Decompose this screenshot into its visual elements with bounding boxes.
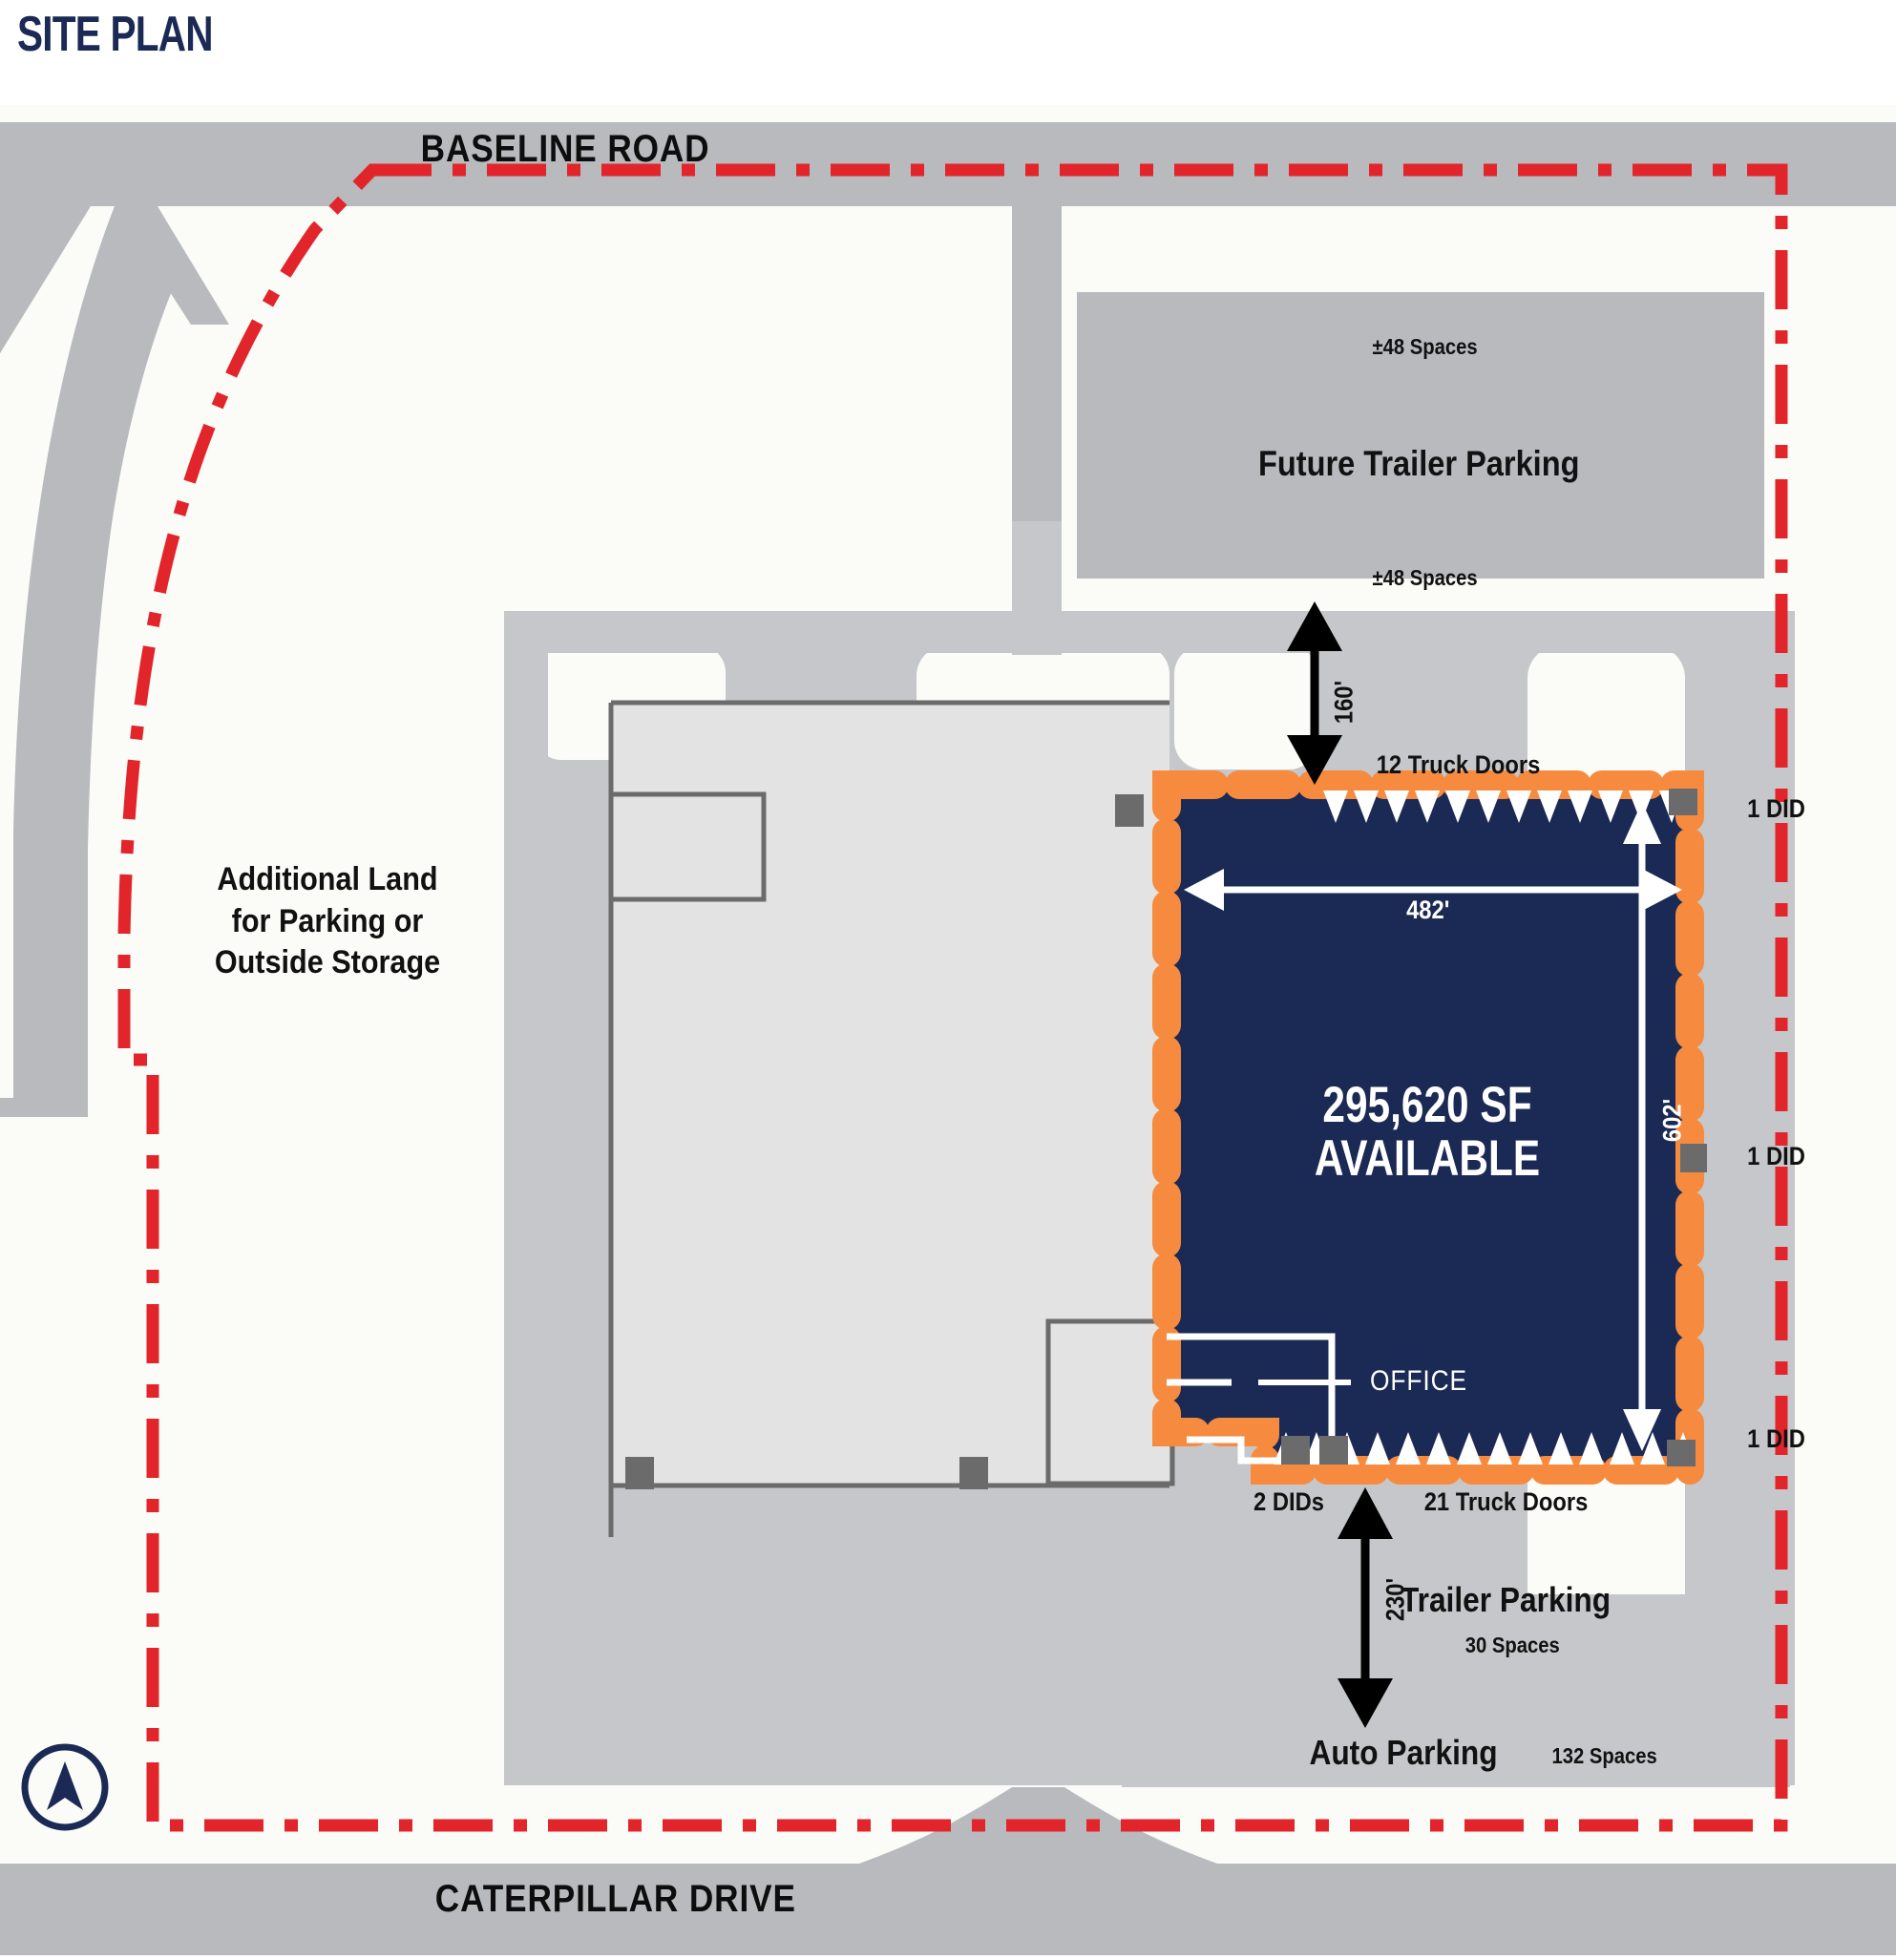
existing-door-1 xyxy=(625,1457,654,1489)
existing-door-3 xyxy=(1115,794,1144,827)
road-ramp-left-2 xyxy=(0,206,91,353)
caterpillar-drive-label: CATERPILLAR DRIVE xyxy=(434,1878,796,1920)
auto-parking-label: Auto Parking xyxy=(1309,1733,1498,1772)
additional-land-line1: Additional Land xyxy=(217,861,438,897)
truck-doors-top xyxy=(1323,790,1684,823)
trailer-parking-spaces: 30 Spaces xyxy=(1464,1633,1560,1657)
future-parking-spaces-top: ±48 Spaces xyxy=(1372,334,1478,359)
available-building-outline xyxy=(1152,770,1704,1485)
existing-building-bay-nw xyxy=(608,791,767,902)
site-plan-diagram: BASELINE ROAD CATERPILLAR DRIVE ±48 Spac… xyxy=(0,105,1896,1955)
available-area-line2: AVAILABLE xyxy=(1314,1129,1541,1187)
site-plan-svg xyxy=(0,105,1896,1955)
dim-depth-arrow xyxy=(1623,802,1661,1451)
north-yard-dim-label: 160' xyxy=(1329,680,1359,725)
curved-road-left xyxy=(13,206,186,1117)
building-width-dim-label: 482' xyxy=(1406,896,1450,924)
building-depth-dim-label: 602' xyxy=(1657,1098,1687,1143)
additional-land-line3: Outside Storage xyxy=(214,944,441,981)
available-building-fill xyxy=(1167,785,1690,1470)
drive-flare-se xyxy=(1064,1787,1217,1864)
north-arrow xyxy=(21,1743,109,1831)
truck-doors-top-label: 12 Truck Doors xyxy=(1376,750,1541,779)
future-trailer-parking-label: Future Trailer Parking xyxy=(1257,444,1580,483)
additional-land-line2: for Parking or xyxy=(231,902,424,939)
drive-flare-sw xyxy=(859,1787,1012,1864)
auto-parking-strip xyxy=(1122,1728,1790,1787)
available-area-line1: 295,620 SF xyxy=(1322,1077,1532,1133)
existing-door-2 xyxy=(959,1457,988,1489)
baseline-road-label: BASELINE ROAD xyxy=(420,128,710,170)
dim-width-arrow xyxy=(1184,869,1682,911)
curved-road-left-inner xyxy=(0,239,177,1117)
did-mid-right-label: 1 DID xyxy=(1747,1142,1805,1170)
future-parking-spaces-bottom: ±48 Spaces xyxy=(1372,565,1478,590)
truck-doors-bottom-label: 21 Truck Doors xyxy=(1423,1487,1589,1516)
caterpillar-drive-band xyxy=(0,1864,1896,1955)
trailer-parking-label: Trailer Parking xyxy=(1401,1580,1612,1619)
available-area-label: 295,620 SF AVAILABLE xyxy=(1294,1079,1561,1185)
did-markers xyxy=(1281,789,1707,1466)
entry-drive-north xyxy=(1012,206,1062,521)
existing-building xyxy=(611,703,1169,1486)
auto-parking-spaces: 132 Spaces xyxy=(1551,1743,1657,1768)
road-ramp-left xyxy=(0,206,382,325)
dim-north-yard-arrow xyxy=(1287,601,1342,785)
did-bottom-right-label: 1 DID xyxy=(1747,1424,1805,1453)
page-title: SITE PLAN xyxy=(17,7,214,62)
additional-land-block: Additional Land for Parking or Outside S… xyxy=(195,859,461,984)
future-trailer-parking-block xyxy=(1077,292,1764,579)
dim-south-yard-arrow xyxy=(1338,1487,1393,1728)
office-label: OFFICE xyxy=(1369,1365,1468,1397)
did-top-right-label: 1 DID xyxy=(1747,794,1805,823)
dids-bottom-label: 2 DIDs xyxy=(1253,1487,1325,1516)
